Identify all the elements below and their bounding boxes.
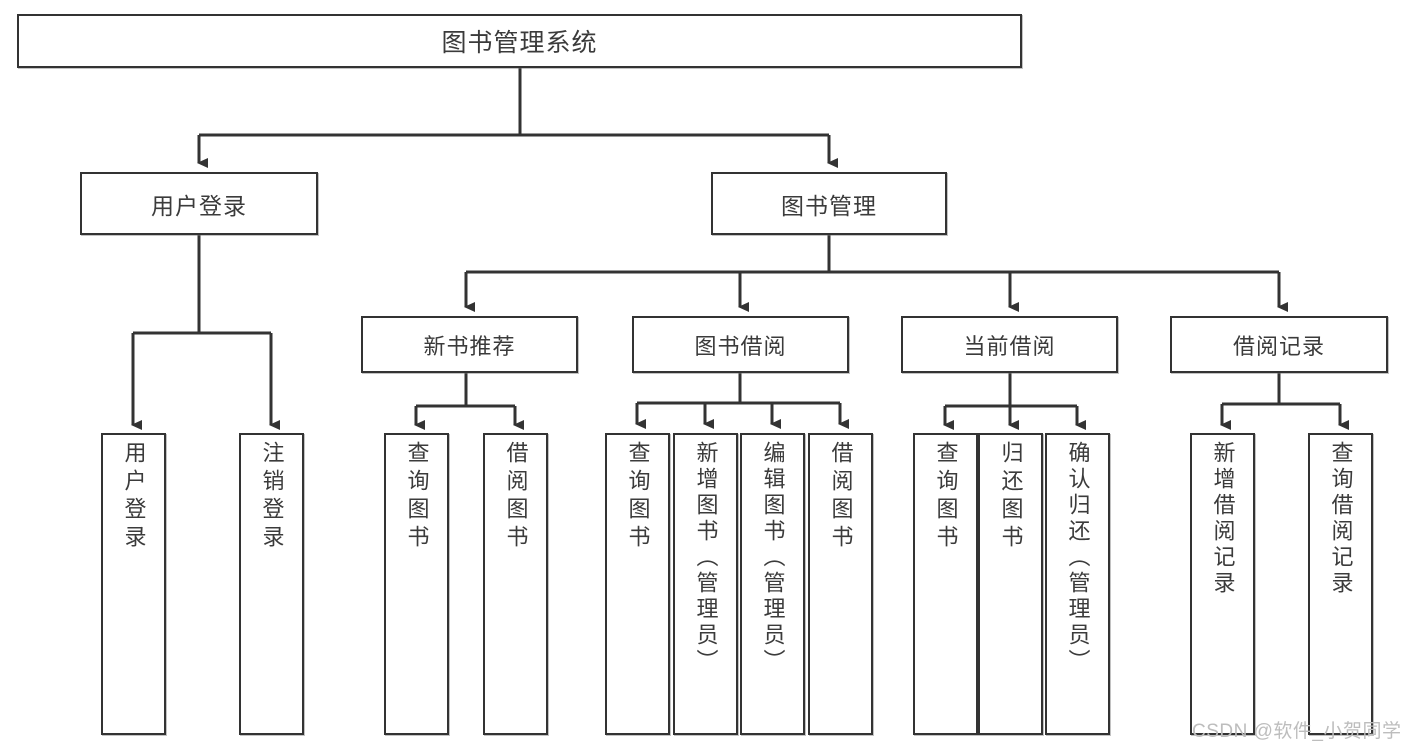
leaf-borrow-borrow-book[interactable]: 借阅图书 bbox=[808, 433, 873, 735]
node-label: 图书管理系统 bbox=[441, 29, 598, 57]
leaf-label: 用户登录 bbox=[121, 441, 147, 553]
leaf-record-add-record[interactable]: 新增借阅记录 bbox=[1190, 433, 1255, 735]
leaf-current-return-book[interactable]: 归还图书 bbox=[978, 433, 1043, 735]
node-label: 图书管理 bbox=[781, 192, 877, 219]
leaf-borrow-edit-book-admin[interactable]: 编辑图书（管理员） bbox=[740, 433, 805, 735]
leaf-label: 查询图书 bbox=[404, 441, 430, 553]
leaf-label: 查询图书 bbox=[625, 441, 651, 553]
leaf-recommend-query-book[interactable]: 查询图书 bbox=[384, 433, 449, 735]
leaf-recommend-borrow-book[interactable]: 借阅图书 bbox=[483, 433, 548, 735]
leaf-current-confirm-return-admin[interactable]: 确认归还（管理员） bbox=[1045, 433, 1110, 735]
leaf-label: 编辑图书（管理员） bbox=[760, 441, 786, 675]
leaf-label: 新增借阅记录 bbox=[1210, 441, 1236, 597]
node-label: 图书借阅 bbox=[694, 333, 787, 359]
leaf-user-login-login[interactable]: 用户登录 bbox=[101, 433, 166, 735]
leaf-label: 借阅图书 bbox=[503, 441, 529, 553]
node-user-login[interactable]: 用户登录 bbox=[80, 172, 318, 235]
leaf-label: 查询图书 bbox=[933, 441, 959, 553]
node-label: 当前借阅 bbox=[963, 333, 1056, 359]
node-current-borrow[interactable]: 当前借阅 bbox=[901, 316, 1118, 373]
leaf-borrow-query-book[interactable]: 查询图书 bbox=[605, 433, 670, 735]
node-label: 用户登录 bbox=[151, 192, 247, 219]
node-label: 借阅记录 bbox=[1232, 333, 1325, 359]
leaf-label: 借阅图书 bbox=[828, 441, 854, 553]
leaf-label: 归还图书 bbox=[998, 441, 1024, 553]
node-root-system[interactable]: 图书管理系统 bbox=[17, 14, 1022, 68]
watermark-text: CSDN @软件_小贺同学 bbox=[1192, 721, 1402, 742]
leaf-record-query-record[interactable]: 查询借阅记录 bbox=[1308, 433, 1373, 735]
node-book-borrow[interactable]: 图书借阅 bbox=[632, 316, 849, 373]
leaf-label: 新增图书（管理员） bbox=[693, 441, 719, 675]
leaf-label: 查询借阅记录 bbox=[1328, 441, 1354, 597]
leaf-label: 注销登录 bbox=[259, 441, 285, 553]
leaf-current-query-book[interactable]: 查询图书 bbox=[913, 433, 978, 735]
node-book-management[interactable]: 图书管理 bbox=[711, 172, 947, 235]
node-borrow-record[interactable]: 借阅记录 bbox=[1170, 316, 1388, 373]
leaf-user-login-logout[interactable]: 注销登录 bbox=[239, 433, 304, 735]
leaf-borrow-add-book-admin[interactable]: 新增图书（管理员） bbox=[673, 433, 738, 735]
node-label: 新书推荐 bbox=[423, 333, 516, 359]
leaf-label: 确认归还（管理员） bbox=[1065, 441, 1091, 675]
node-new-book-recommend[interactable]: 新书推荐 bbox=[361, 316, 578, 373]
